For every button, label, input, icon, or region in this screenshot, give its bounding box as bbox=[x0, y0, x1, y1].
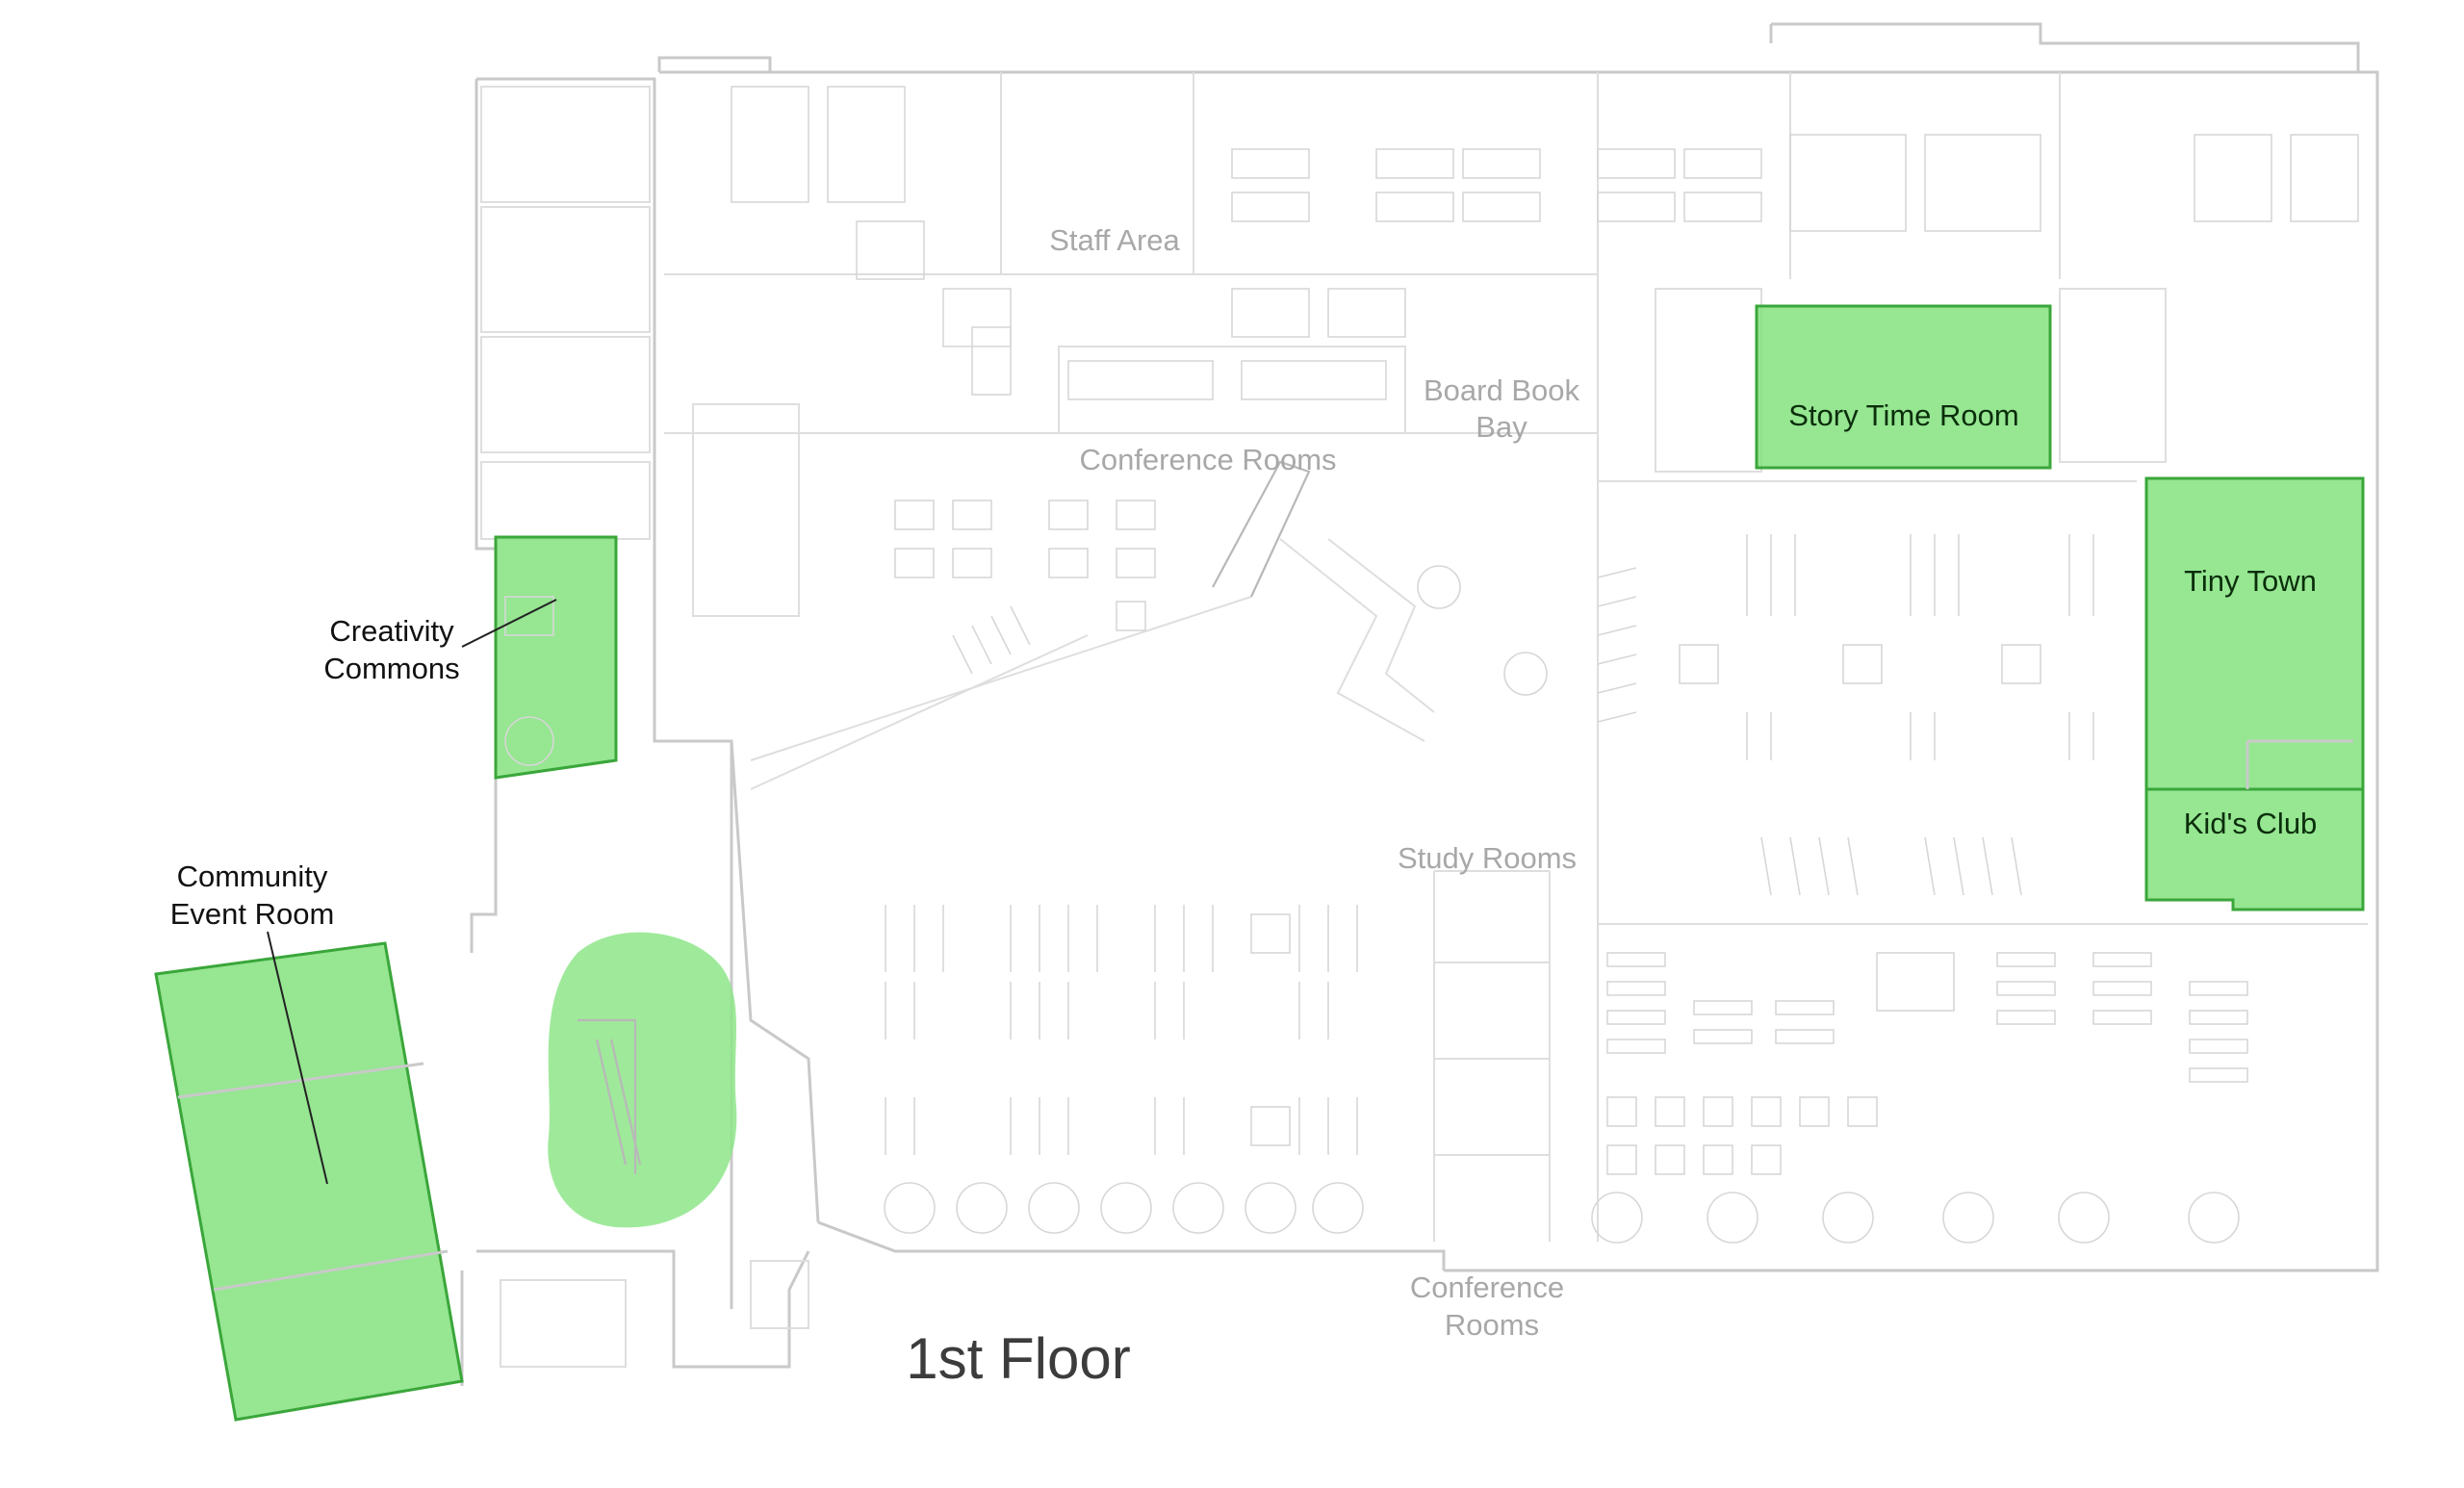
study-rooms-label: Study Rooms bbox=[1398, 841, 1577, 875]
staff-desks bbox=[731, 86, 2359, 400]
creativity-commons-label-line2: Commons bbox=[323, 652, 459, 685]
conference-rooms-top-label: Conference Rooms bbox=[1079, 443, 1336, 476]
conference-rooms-bottom-label-line1: Conference bbox=[1410, 1270, 1564, 1304]
computer-area-furniture bbox=[1606, 952, 2248, 1175]
reading-area-furniture bbox=[894, 500, 1156, 675]
conference-rooms-bottom-label-line2: Rooms bbox=[1445, 1308, 1539, 1342]
kids-club-area[interactable] bbox=[2144, 787, 2365, 911]
story-time-room-label: Story Time Room bbox=[1788, 398, 2018, 432]
round-tables bbox=[884, 565, 2240, 1244]
kids-club-label: Kid's Club bbox=[2184, 807, 2318, 840]
floor-title: 1st Floor bbox=[906, 1326, 1130, 1391]
central-staircase-area[interactable] bbox=[548, 932, 737, 1228]
highlighted-rooms bbox=[154, 304, 2365, 1422]
community-event-room-leader bbox=[267, 931, 328, 1185]
board-book-bay-label-line1: Board Book bbox=[1424, 373, 1579, 407]
creativity-commons-label-line1: Creativity bbox=[329, 614, 454, 648]
staff-area-label: Staff Area bbox=[1049, 223, 1180, 257]
creativity-commons-table bbox=[504, 716, 554, 766]
community-event-room-area[interactable] bbox=[154, 941, 464, 1422]
building-outline bbox=[460, 22, 2379, 1386]
board-book-bay-label-line2: Bay bbox=[1476, 410, 1527, 444]
story-time-room-area[interactable] bbox=[1755, 304, 2052, 470]
tiny-town-label: Tiny Town bbox=[2184, 564, 2317, 598]
book-shelves bbox=[885, 905, 1358, 1155]
creativity-commons-area[interactable] bbox=[494, 535, 618, 780]
childrens-area-furniture bbox=[1597, 534, 2094, 896]
tiny-town-area[interactable] bbox=[2144, 476, 2365, 791]
community-event-room-label-line2: Event Room bbox=[170, 897, 335, 931]
creativity-commons-furniture bbox=[504, 596, 554, 636]
creativity-commons-leader bbox=[461, 599, 557, 648]
community-event-room-label-line1: Community bbox=[177, 859, 328, 893]
